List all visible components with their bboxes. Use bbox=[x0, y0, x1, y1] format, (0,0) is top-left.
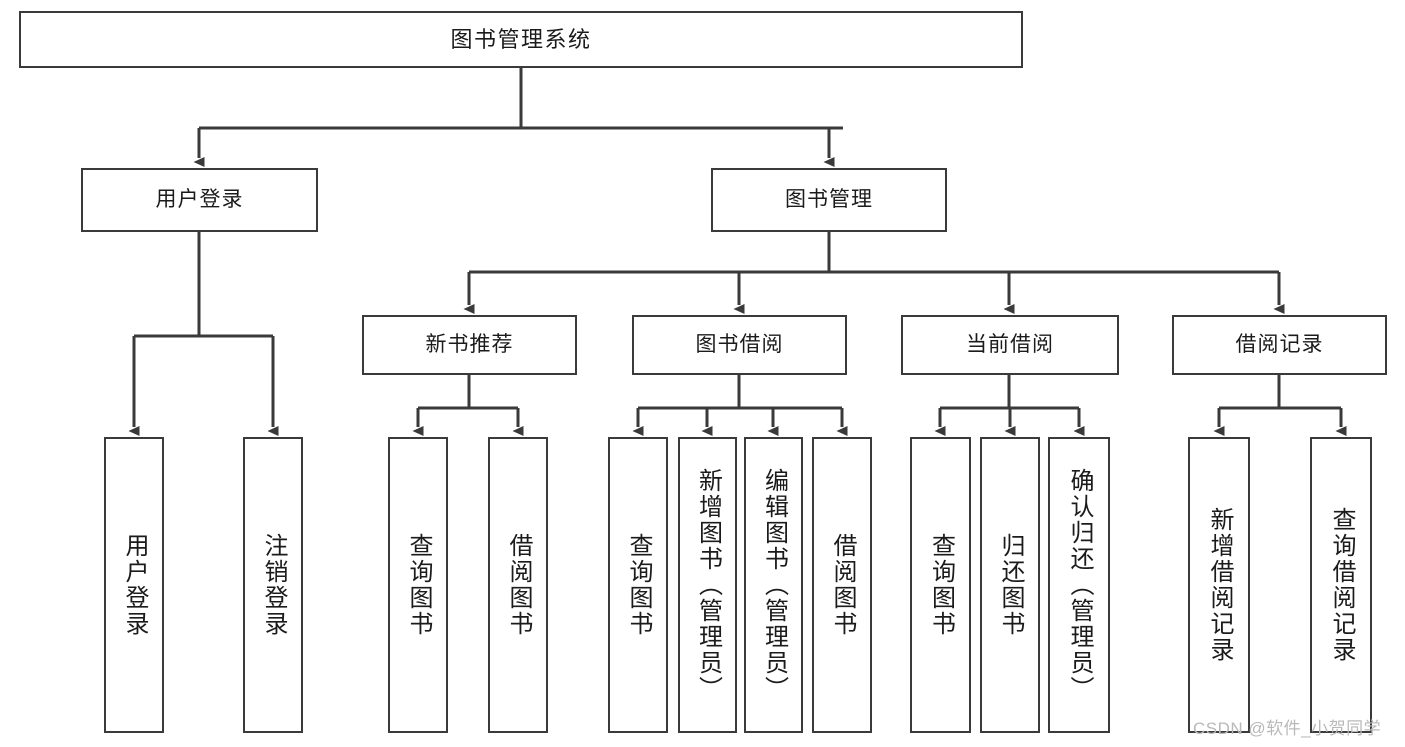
leaf-return-book[interactable]: 归还图书 bbox=[980, 437, 1040, 733]
node-root[interactable]: 图书管理系统 bbox=[19, 11, 1023, 68]
node-current-borrow-label: 当前借阅 bbox=[966, 332, 1054, 356]
leaf-query-book-recommend-label: 查询图书 bbox=[405, 533, 432, 637]
leaf-confirm-return-admin-label: 确认归还（管理员） bbox=[1066, 468, 1093, 702]
node-user-login-label: 用户登录 bbox=[155, 187, 244, 211]
leaf-query-book-recommend[interactable]: 查询图书 bbox=[388, 437, 448, 733]
leaf-add-book-admin-label: 新增图书（管理员） bbox=[694, 468, 722, 702]
leaf-query-borrow-record[interactable]: 查询借阅记录 bbox=[1310, 437, 1372, 733]
node-book-management[interactable]: 图书管理 bbox=[711, 168, 947, 232]
leaf-edit-book-admin-label: 编辑图书（管理员） bbox=[760, 468, 788, 702]
node-root-label: 图书管理系统 bbox=[450, 26, 592, 52]
leaf-add-book-admin[interactable]: 新增图书（管理员） bbox=[678, 437, 737, 733]
node-book-borrow-label: 图书借阅 bbox=[695, 332, 784, 356]
leaf-confirm-return-admin[interactable]: 确认归还（管理员） bbox=[1048, 437, 1110, 733]
leaf-logout-login-label: 注销登录 bbox=[260, 533, 287, 637]
leaf-add-borrow-record[interactable]: 新增借阅记录 bbox=[1188, 437, 1250, 733]
leaf-query-book-borrow-label: 查询图书 bbox=[625, 533, 652, 637]
node-user-login[interactable]: 用户登录 bbox=[81, 168, 318, 232]
node-borrow-record-label: 借阅记录 bbox=[1235, 332, 1324, 356]
node-new-book-recommend-label: 新书推荐 bbox=[425, 332, 514, 356]
leaf-query-book-current-label: 查询图书 bbox=[927, 533, 955, 637]
leaf-edit-book-admin[interactable]: 编辑图书（管理员） bbox=[744, 437, 803, 733]
node-book-borrow[interactable]: 图书借阅 bbox=[632, 315, 847, 375]
leaf-query-book-borrow[interactable]: 查询图书 bbox=[608, 437, 668, 733]
node-borrow-record[interactable]: 借阅记录 bbox=[1172, 315, 1387, 375]
leaf-borrow-book-label: 借阅图书 bbox=[829, 533, 856, 637]
leaf-user-login[interactable]: 用户登录 bbox=[104, 437, 164, 733]
csdn-watermark: CSDN @软件_小贺同学 bbox=[1193, 719, 1382, 738]
leaf-query-book-current[interactable]: 查询图书 bbox=[910, 437, 971, 733]
node-current-borrow[interactable]: 当前借阅 bbox=[901, 315, 1119, 375]
leaf-logout-login[interactable]: 注销登录 bbox=[243, 437, 303, 733]
leaf-borrow-book-recommend[interactable]: 借阅图书 bbox=[488, 437, 548, 733]
node-new-book-recommend[interactable]: 新书推荐 bbox=[362, 315, 577, 375]
leaf-user-login-label: 用户登录 bbox=[121, 533, 148, 637]
leaf-borrow-book[interactable]: 借阅图书 bbox=[812, 437, 872, 733]
leaf-query-borrow-record-label: 查询借阅记录 bbox=[1328, 507, 1355, 663]
leaf-add-borrow-record-label: 新增借阅记录 bbox=[1206, 507, 1233, 663]
leaf-return-book-label: 归还图书 bbox=[997, 533, 1024, 637]
node-book-management-label: 图书管理 bbox=[785, 187, 873, 211]
leaf-borrow-book-recommend-label: 借阅图书 bbox=[505, 533, 532, 637]
